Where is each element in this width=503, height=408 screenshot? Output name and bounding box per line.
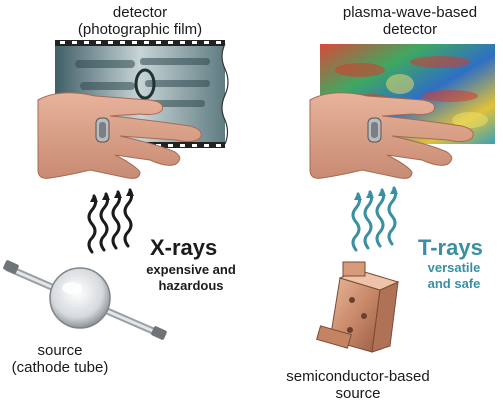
x-ray-waves — [87, 188, 134, 254]
right-source-line2: source — [335, 385, 381, 402]
t-rays-description: versatile and safe — [414, 260, 494, 292]
semiconductor-source — [316, 261, 400, 353]
right-source-label: semiconductor-based source — [268, 368, 448, 402]
t-rays-desc-line2: and safe — [427, 276, 481, 291]
right-hand — [309, 92, 474, 179]
cathode-tube — [3, 260, 167, 340]
left-detector-line1: detector — [112, 4, 168, 21]
left-hand — [37, 92, 202, 179]
t-ray-waves — [351, 186, 398, 252]
right-source-line1: semiconductor-based — [286, 368, 430, 385]
left-source-label: source (cathode tube) — [0, 342, 120, 376]
right-detector-label: plasma-wave-based detector — [320, 4, 500, 38]
x-rays-description: expensive and hazardous — [132, 262, 250, 294]
left-source-line2: (cathode tube) — [11, 359, 109, 376]
x-rays-desc-line1: expensive and — [146, 262, 236, 277]
x-rays-desc-line2: hazardous — [158, 278, 224, 293]
t-rays-title: T-rays — [418, 235, 483, 260]
left-detector-line2: (photographic film) — [77, 21, 203, 38]
left-detector-label: detector (photographic film) — [60, 4, 220, 38]
t-rays-desc-line1: versatile — [427, 260, 481, 275]
right-detector-line2: detector — [382, 21, 438, 38]
left-source-line1: source — [37, 342, 83, 359]
right-detector-line1: plasma-wave-based — [342, 4, 478, 21]
x-rays-title: X-rays — [150, 235, 218, 260]
